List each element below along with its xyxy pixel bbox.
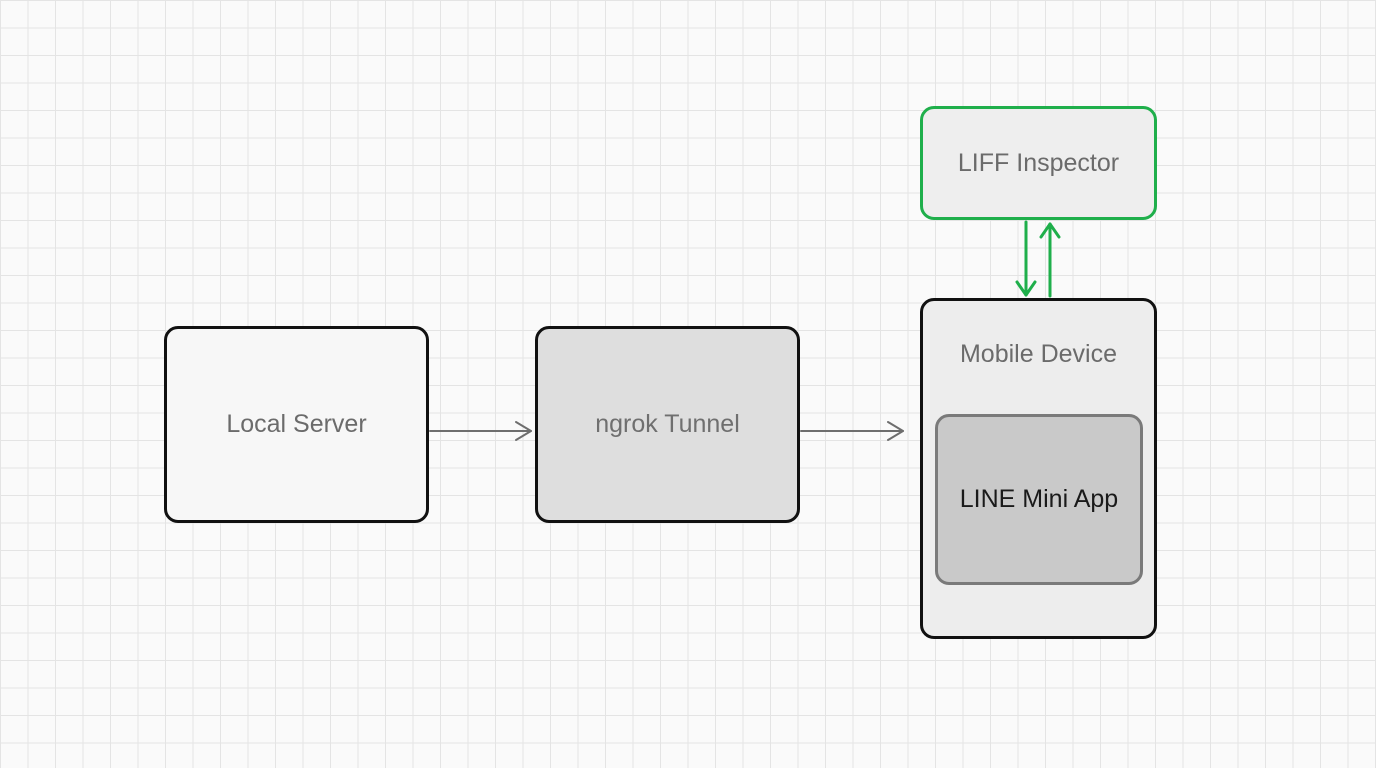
- liff-inspector-label: LIFF Inspector: [957, 148, 1120, 177]
- mobile-device-label: Mobile Device: [959, 340, 1117, 368]
- ngrok-tunnel-node[interactable]: ngrok Tunnel: [535, 326, 800, 523]
- local-server-node[interactable]: Local Server: [164, 326, 429, 523]
- ngrok-tunnel-label: ngrok Tunnel: [595, 410, 740, 438]
- arrow-inspector-to-mobile-device: [1015, 220, 1037, 297]
- arrow-mobile-device-to-inspector: [1039, 222, 1061, 298]
- line-mini-app-label: LINE Mini App: [959, 485, 1119, 513]
- arrow-local-server-to-ngrok: [429, 421, 532, 441]
- arrow-ngrok-to-mobile-device: [800, 421, 904, 441]
- line-mini-app-node[interactable]: LINE Mini App: [935, 414, 1143, 585]
- liff-inspector-node[interactable]: LIFF Inspector: [920, 106, 1157, 220]
- local-server-label: Local Server: [226, 410, 367, 438]
